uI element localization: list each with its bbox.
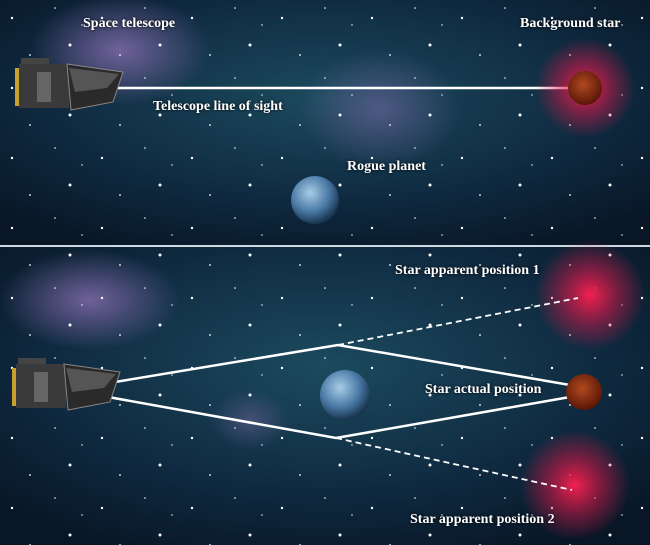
background-star-label: Background star — [520, 16, 621, 31]
lens-planet — [320, 370, 370, 420]
apparent-position-2-label: Star apparent position 2 — [410, 512, 555, 527]
top-panel — [0, 0, 650, 245]
telescope-label: Space telescope — [83, 16, 176, 31]
apparent-star-1 — [535, 240, 645, 350]
apparent-path-1 — [337, 297, 579, 346]
rogue-planet-label: Rogue planet — [347, 159, 426, 174]
rogue-planet — [291, 176, 339, 224]
actual-position-label: Star actual position — [425, 382, 542, 397]
bottom-panel — [0, 240, 650, 545]
panel-divider — [0, 245, 650, 247]
actual-star — [566, 374, 602, 410]
apparent-star-2 — [520, 430, 630, 540]
apparent-path-2 — [335, 437, 573, 491]
apparent-position-1-label: Star apparent position 1 — [395, 263, 540, 278]
background-star — [568, 71, 602, 105]
line-of-sight-label: Telescope line of sight — [153, 99, 283, 114]
